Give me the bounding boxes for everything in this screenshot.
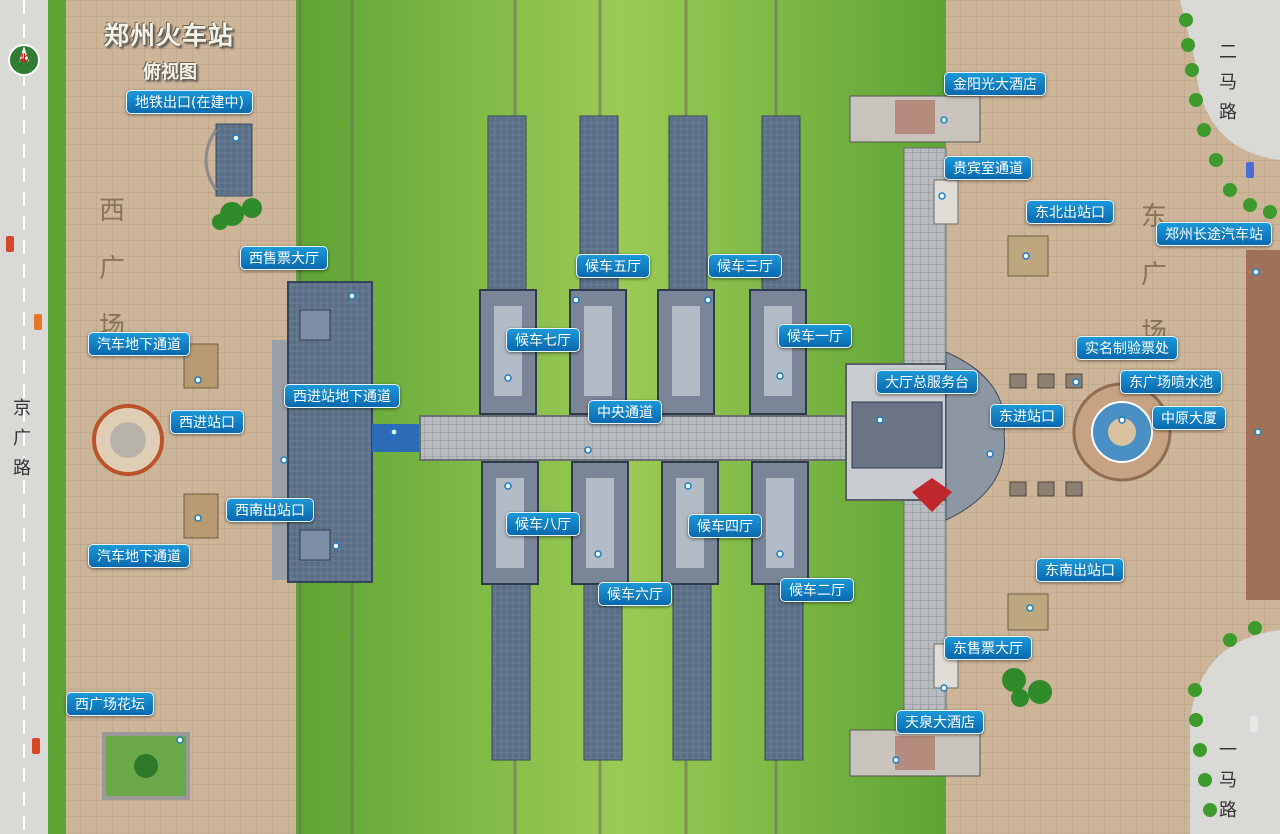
label-hall-8[interactable]: 候车八厅 — [506, 512, 580, 536]
label-hall-6[interactable]: 候车六厅 — [598, 582, 672, 606]
label-zhongyuan-tower[interactable]: 中原大厦 — [1152, 406, 1226, 430]
label-west-south-exit[interactable]: 西南出站口 — [226, 498, 314, 522]
label-car-tunnel-south[interactable]: 汽车地下通道 — [88, 544, 190, 568]
label-car-tunnel-north[interactable]: 汽车地下通道 — [88, 332, 190, 356]
label-jinyangguang-hotel[interactable]: 金阳光大酒店 — [944, 72, 1046, 96]
label-west-ticket-hall[interactable]: 西售票大厅 — [240, 246, 328, 270]
label-hall-1[interactable]: 候车一厅 — [778, 324, 852, 348]
road-jingguang: 京广路 — [13, 398, 31, 479]
label-east-entrance[interactable]: 东进站口 — [990, 404, 1064, 428]
label-vip-passage[interactable]: 贵宾室通道 — [944, 156, 1032, 180]
label-east-ticket-hall[interactable]: 东售票大厅 — [944, 636, 1032, 660]
label-hall-2[interactable]: 候车二厅 — [780, 578, 854, 602]
road-erma: 二马路 — [1219, 42, 1237, 123]
label-hall-5[interactable]: 候车五厅 — [576, 254, 650, 278]
label-zhengzhou-bus-station[interactable]: 郑州长途汽车站 — [1156, 222, 1272, 246]
map-title: 郑州火车站 — [104, 21, 235, 50]
label-southeast-exit[interactable]: 东南出站口 — [1036, 558, 1124, 582]
map-subtitle: 俯视图 — [143, 62, 197, 83]
compass-north-label: 北 — [19, 54, 29, 64]
label-west-entrance-tunnel[interactable]: 西进站地下通道 — [284, 384, 400, 408]
label-tianquan-hotel[interactable]: 天泉大酒店 — [896, 710, 984, 734]
label-west-flower-bed[interactable]: 西广场花坛 — [66, 692, 154, 716]
label-east-fountain[interactable]: 东广场喷水池 — [1120, 370, 1222, 394]
label-central-passage[interactable]: 中央通道 — [588, 400, 662, 424]
label-hall-4[interactable]: 候车四厅 — [688, 514, 762, 538]
west-square-text: 西广场 — [98, 196, 125, 342]
label-main-service-desk[interactable]: 大厅总服务台 — [876, 370, 978, 394]
label-subway-exit[interactable]: 地铁出口(在建中) — [126, 90, 253, 114]
label-west-entrance[interactable]: 西进站口 — [170, 410, 244, 434]
label-hall-3[interactable]: 候车三厅 — [708, 254, 782, 278]
label-realname-check[interactable]: 实名制验票处 — [1076, 336, 1178, 360]
label-northeast-exit[interactable]: 东北出站口 — [1026, 200, 1114, 224]
label-hall-7[interactable]: 候车七厅 — [506, 328, 580, 352]
road-yima: 一马路 — [1219, 740, 1237, 821]
east-square-text: 东广场 — [1140, 202, 1167, 348]
